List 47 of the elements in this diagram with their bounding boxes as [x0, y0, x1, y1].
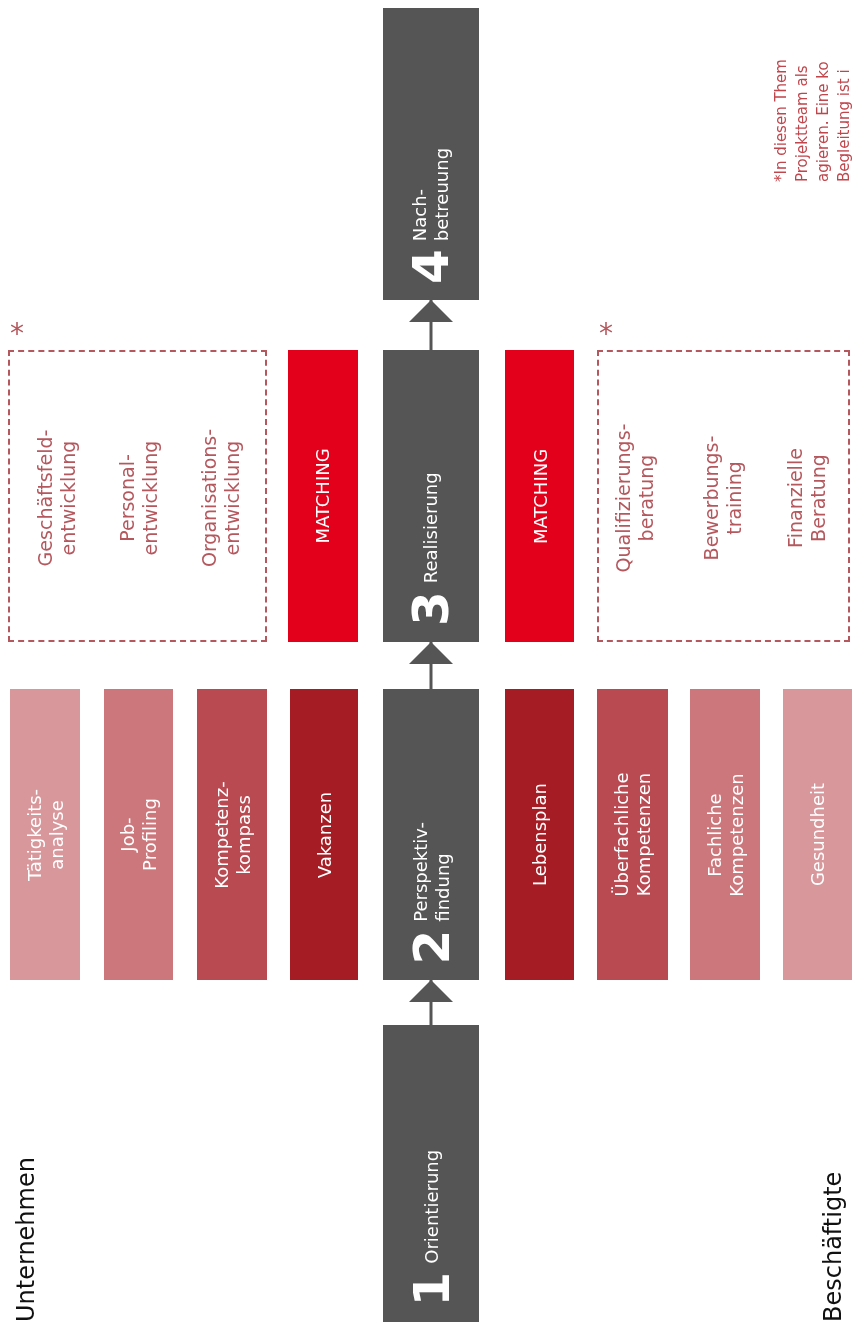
box-label: MATCHING	[528, 448, 551, 544]
service-label: Geschäftsfeld- entwicklung	[24, 362, 90, 634]
topic-box	[505, 350, 574, 642]
asterisk-mark: *	[10, 320, 24, 348]
topic-box	[288, 350, 358, 642]
topic-box	[290, 689, 358, 980]
dashed-group-box	[8, 350, 267, 642]
step-label: Realisierung	[420, 472, 442, 584]
stage-box	[383, 350, 479, 642]
step-number: 2	[406, 929, 456, 964]
topic-box	[505, 689, 574, 980]
step-number: 3	[406, 591, 456, 626]
box-label: Fachliche Kompetenzen	[703, 772, 747, 897]
topic-box	[104, 689, 173, 980]
step-label: Nach- betreuung	[409, 147, 453, 242]
stage-box	[383, 1025, 479, 1322]
service-label: Personal- entwicklung	[106, 362, 172, 634]
step-number: 4	[406, 249, 456, 284]
stage-box	[383, 8, 479, 300]
footnote-text: *In diesen Them Projektteam als agieren. Eine ko Begleitung ist i	[771, 58, 854, 182]
box-label: Gesundheit	[806, 782, 829, 887]
topic-box	[783, 689, 852, 980]
side-heading: Beschäftigte	[818, 1170, 848, 1322]
topic-box	[597, 689, 668, 980]
stage-box	[383, 689, 479, 980]
box-label: Vakanzen	[313, 791, 335, 878]
box-label: Job- Profiling	[116, 798, 161, 871]
service-label: Bewerbungs- training	[690, 362, 756, 634]
box-label: Überfachliche Kompetenzen	[610, 772, 655, 897]
box-label: MATCHING	[312, 448, 334, 544]
topic-box	[197, 689, 267, 980]
topic-box	[10, 689, 80, 980]
arrow	[409, 300, 453, 350]
service-label: Qualifizierungs- beratung	[602, 362, 668, 634]
asterisk-mark: *	[599, 320, 613, 348]
box-label: Tätigkeits- analyse	[23, 788, 67, 881]
step-label: Perspektiv- findung	[409, 821, 453, 922]
side-heading: Unternehmen	[11, 1156, 41, 1322]
service-label: Organisations- entwicklung	[188, 362, 254, 634]
step-number: 1	[406, 1271, 456, 1306]
box-label: Kompetenz- kompass	[210, 780, 254, 889]
dashed-group-box	[597, 350, 850, 642]
arrow	[409, 980, 453, 1025]
step-label: Orientierung	[420, 1149, 442, 1264]
topic-box	[690, 689, 760, 980]
box-label: Lebensplan	[528, 783, 551, 886]
arrow	[409, 642, 453, 689]
